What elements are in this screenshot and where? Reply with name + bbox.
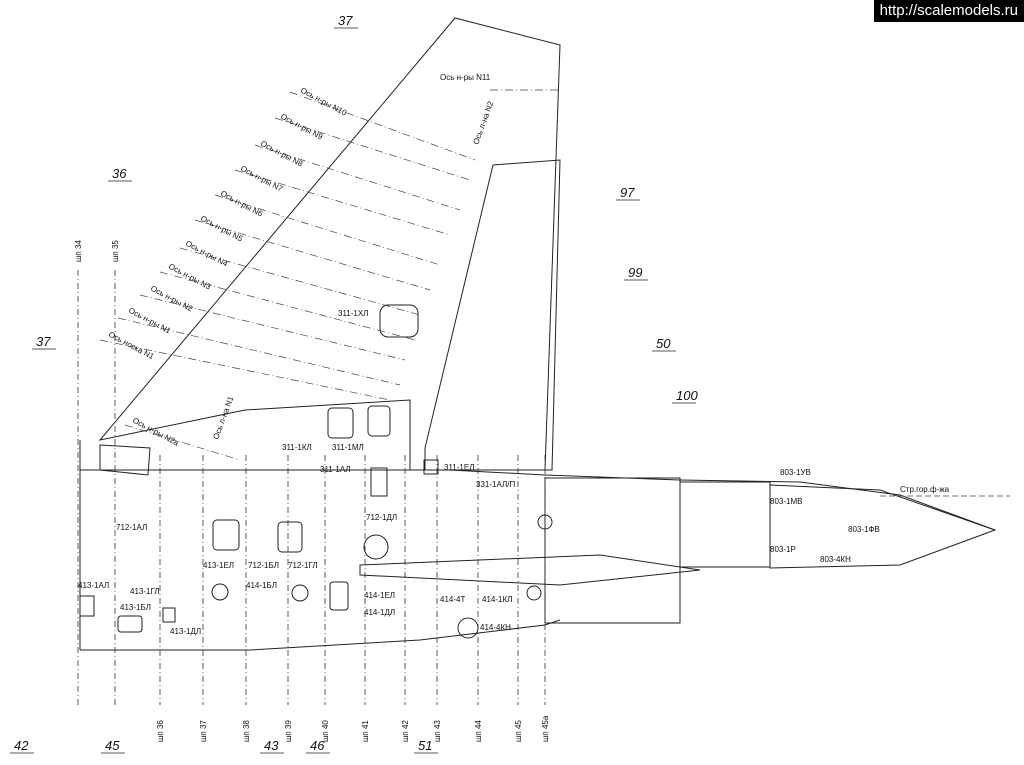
- panel-label: 413-1ДЛ: [170, 627, 201, 636]
- rib-axis-label: Ось н-ры N8: [259, 139, 305, 169]
- rib-axis-label: Ось н-ры N5: [199, 214, 245, 244]
- frame-label: шп 39: [284, 720, 293, 742]
- frame-label: шп 38: [242, 720, 251, 742]
- rib-axis-lines: [99, 89, 558, 461]
- callout-number: 100: [676, 388, 698, 403]
- rib-axis-label: Ось н-ры N1: [127, 306, 173, 336]
- tail-cone: [769, 484, 997, 569]
- panel-label: 803-4КН: [820, 555, 851, 564]
- panel-label: 413-1БЛ: [120, 603, 151, 612]
- frame-label: шп 37: [199, 720, 208, 742]
- callout-number: 46: [310, 738, 325, 753]
- panel-label: 413-1АЛ: [78, 581, 109, 590]
- panel-label: 311-1АЛ: [320, 465, 351, 474]
- panel-label: 803-1МВ: [770, 497, 802, 506]
- callout-number: 51: [418, 738, 432, 753]
- panel-label: 712-1АЛ: [116, 523, 147, 532]
- spar-axis-2-label: Ось л-на N2: [471, 100, 495, 146]
- rib-axis-line: [117, 317, 401, 386]
- rib-axis-label: Ось н-ры N6: [219, 189, 265, 219]
- rib-axis-label: Ось н-ры N4: [184, 239, 230, 269]
- rib-axis-line: [254, 144, 461, 211]
- callout-number: 50: [656, 336, 671, 351]
- panel-label: 311-1КЛ: [282, 443, 312, 452]
- rib-axis-label: Ось носка N1: [107, 330, 156, 362]
- panel-label: 311-1ЕЛ: [444, 463, 474, 472]
- reference-line-label: Стр.гор.ф-жа: [900, 485, 950, 494]
- spar-axis-1-label: Ось л-на N1: [211, 395, 235, 441]
- frame-label: шп 43: [433, 720, 442, 742]
- frame-label: шп 41: [361, 720, 370, 742]
- callout-number: 37: [36, 334, 51, 349]
- callout-number: 97: [620, 185, 635, 200]
- rib-axis-label: Ось н-ры N9: [279, 112, 325, 142]
- panel-label: 331-1АЛ/П: [476, 480, 515, 489]
- frame-lines: [77, 270, 546, 705]
- fin-outline: [98, 17, 561, 471]
- rib-axis-line: [289, 91, 476, 161]
- rib-axis-line: [124, 424, 241, 461]
- panel-label: 414-1ЕЛ: [364, 591, 395, 600]
- panel-label: 414-4Т: [440, 595, 465, 604]
- frame-label: шп 34: [74, 240, 83, 262]
- rib-axis-label: Ось н-ры N11: [440, 73, 491, 82]
- watermark: http://scalemodels.ru: [873, 0, 1024, 22]
- rib-axis-line: [139, 294, 406, 361]
- panel-label: 712-1БЛ: [248, 561, 279, 570]
- panel-label: 414-1ДЛ: [364, 608, 395, 617]
- panel-label: 414-1КЛ: [482, 595, 512, 604]
- rib-axis-line: [159, 271, 416, 341]
- panel-label: 712-1ДЛ: [366, 513, 397, 522]
- panel-label: 413-1ЕЛ: [203, 561, 234, 570]
- rib-axis-line: [194, 219, 431, 291]
- callout-number: 99: [628, 265, 642, 280]
- panel-label: 311-1ХЛ: [338, 309, 368, 318]
- frame-label: шп 40: [321, 720, 330, 742]
- nozzle-flaps: [679, 481, 771, 568]
- rib-axis-line: [179, 247, 421, 316]
- callout-number: 45: [105, 738, 120, 753]
- fin-tip-window: [99, 444, 151, 476]
- rib-axis-line: [214, 194, 441, 266]
- rib-axis-line: [99, 339, 391, 401]
- rudder-outline: [424, 159, 561, 471]
- fuselage-upper: [80, 469, 996, 531]
- panel-label: 712-1ГЛ: [288, 561, 318, 570]
- rib-axis-label: Ось н-ры N10: [299, 86, 349, 118]
- panel-label: 311-1МЛ: [332, 443, 364, 452]
- rib-axis-label: Ось н-ры N3: [167, 262, 213, 292]
- callout-number: 37: [338, 13, 353, 28]
- panel-label: 803-1УВ: [780, 468, 811, 477]
- ventral-keel: [359, 554, 701, 586]
- rib-axis-line: [234, 169, 451, 236]
- panel-label: 803-1Р: [770, 545, 796, 554]
- panel-label: 414-4КН: [480, 623, 511, 632]
- frame-label: шп 36: [156, 720, 165, 742]
- frame-label: шп 35: [111, 240, 120, 262]
- frame-label: шп 44: [474, 720, 483, 742]
- callout-number: 43: [264, 738, 279, 753]
- nozzle-block: [544, 477, 681, 624]
- rib-axis-label: Ось н-ры N7: [239, 164, 285, 194]
- frame-label: шп 42: [401, 720, 410, 742]
- panel-label: 414-1БЛ: [246, 581, 277, 590]
- callout-number: 36: [112, 166, 127, 181]
- rib-axis-line: [274, 117, 471, 181]
- panel-label: 413-1ГЛ: [130, 587, 160, 596]
- frame-label: шп 45а: [541, 715, 550, 742]
- callout-number: 42: [14, 738, 29, 753]
- frame-label: шп 45: [514, 720, 523, 742]
- panel-label: 803-1ФВ: [848, 525, 880, 534]
